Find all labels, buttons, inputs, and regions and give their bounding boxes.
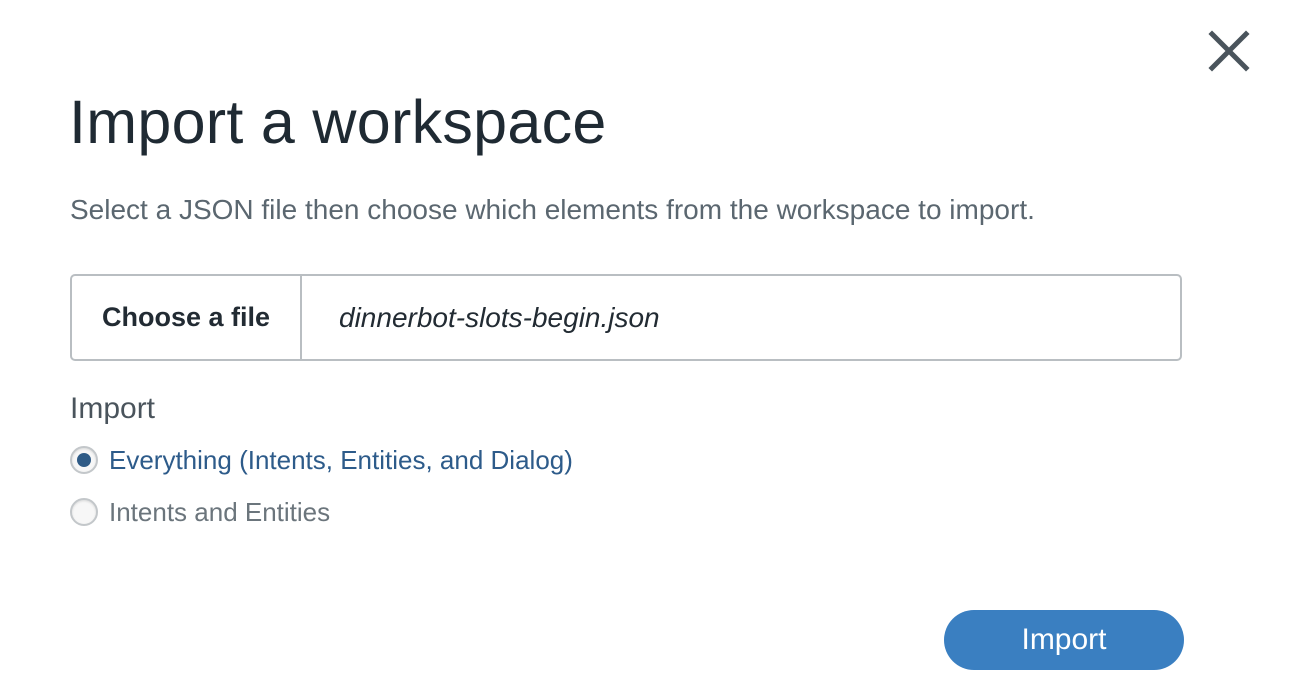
close-button[interactable]: [1208, 30, 1250, 72]
radio-label-intents-entities: Intents and Entities: [109, 497, 331, 527]
import-options-label: Import: [70, 392, 156, 425]
radio-option-everything[interactable]: Everything (Intents, Entities, and Dialo…: [70, 444, 573, 476]
radio-option-intents-entities[interactable]: Intents and Entities: [70, 496, 330, 528]
selected-file-name: dinnerbot-slots-begin.json: [339, 301, 660, 333]
radio-button-unselected[interactable]: [70, 498, 98, 526]
radio-selected-dot: [77, 453, 91, 467]
dialog-subtitle: Select a JSON file then choose which ele…: [70, 194, 1035, 225]
radio-button-selected[interactable]: [70, 446, 98, 474]
choose-file-button[interactable]: Choose a file: [72, 276, 302, 359]
radio-label-everything: Everything (Intents, Entities, and Dialo…: [109, 445, 573, 475]
import-button[interactable]: Import: [944, 610, 1184, 670]
dialog-title: Import a workspace: [69, 88, 607, 156]
file-picker: Choose a file dinnerbot-slots-begin.json: [70, 274, 1182, 361]
close-icon: [1208, 30, 1250, 72]
